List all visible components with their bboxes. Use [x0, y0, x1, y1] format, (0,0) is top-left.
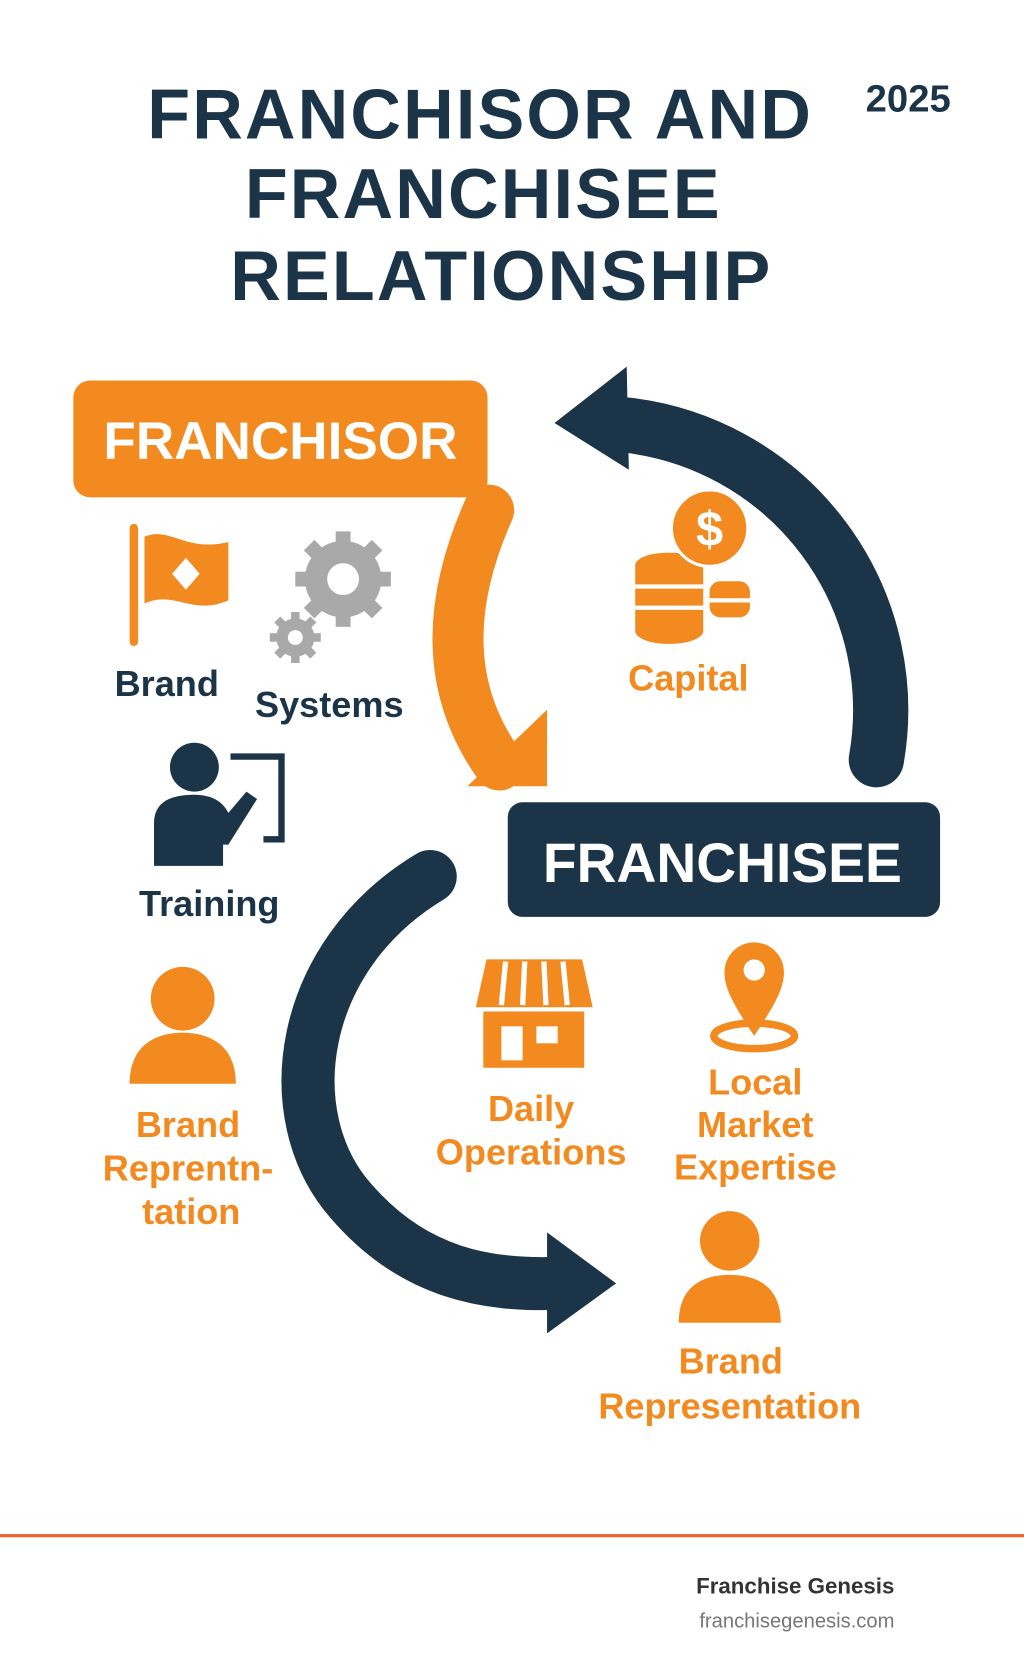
footer-rule: [0, 1534, 1024, 1538]
training-label: Training: [139, 883, 279, 924]
trainer-icon: [154, 742, 285, 866]
return-arrow-top: [554, 366, 909, 788]
franchisor-box: [73, 380, 488, 498]
brand-representation-line-1: Brand: [136, 1104, 240, 1145]
franchisor-to-franchisee-arrow: [432, 484, 548, 791]
footer-brand: Franchise Genesis: [696, 1574, 894, 1599]
brand-representation-line-3: tation: [142, 1191, 240, 1232]
person-icon: [129, 966, 236, 1084]
footer-url[interactable]: franchisegenesis.com: [699, 1611, 894, 1633]
brand-label: Brand: [115, 663, 219, 704]
gears-icon: [269, 531, 391, 664]
local-market-line-2: Market: [697, 1104, 813, 1145]
title-line-2: FRANCHISEE: [245, 155, 722, 233]
operations-cycle-arrow: [281, 849, 617, 1334]
coins-dollar-icon: $: [635, 488, 750, 644]
title-line-1: FRANCHISOR AND: [147, 75, 813, 153]
title-line-3: RELATIONSHIP: [230, 237, 772, 315]
year-label: 2025: [866, 78, 951, 121]
capital-label: Capital: [628, 658, 748, 699]
franchisee-box: [507, 802, 941, 917]
location-pin-icon: [710, 942, 799, 1053]
daily-operations-line-1: Daily: [488, 1088, 574, 1129]
franchisor-label: FRANCHISOR: [103, 412, 457, 471]
store-icon: [475, 959, 593, 1068]
systems-label: Systems: [255, 684, 404, 725]
franchisee-label: FRANCHISEE: [543, 832, 902, 894]
flag-icon: [129, 523, 229, 647]
local-market-line-3: Expertise: [674, 1146, 837, 1187]
svg-text:$: $: [696, 503, 723, 557]
franchisee-brand-representation-line-1: Brand: [679, 1341, 783, 1382]
franchisee-brand-representation-line-2: Representation: [598, 1385, 861, 1426]
daily-operations-line-2: Operations: [436, 1131, 627, 1172]
person-icon: [678, 1211, 781, 1323]
local-market-line-1: Local: [708, 1061, 802, 1102]
brand-representation-line-2: Reprentn-: [103, 1147, 274, 1188]
